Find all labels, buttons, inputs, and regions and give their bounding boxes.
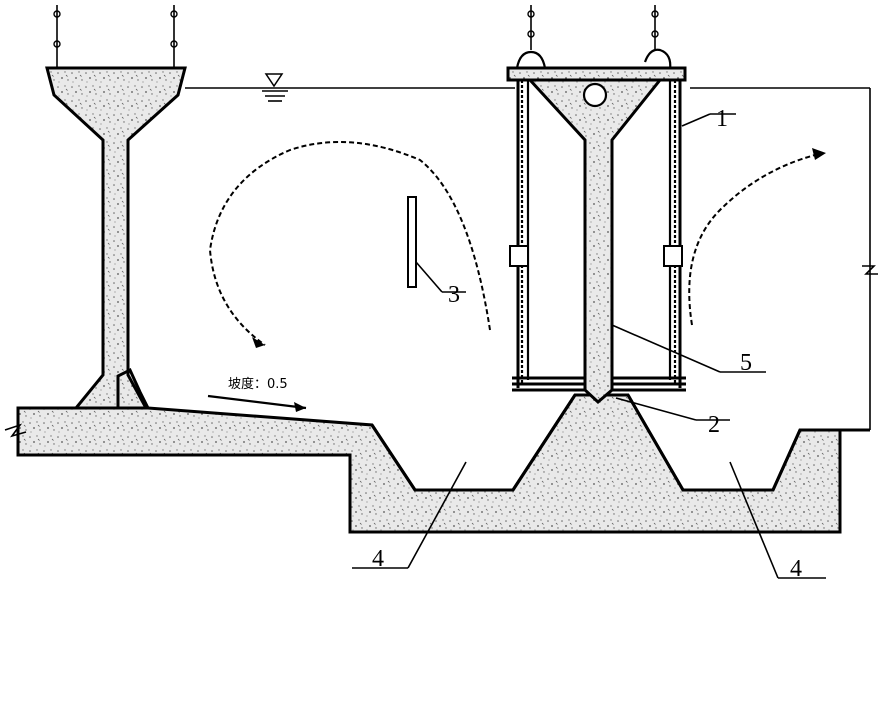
label-2: 2: [708, 412, 720, 438]
baffle-plate: [407, 196, 417, 288]
part-labels: 1 2 3 4 4 5: [372, 106, 802, 582]
slope-annotation: 坡度：0.5: [207, 376, 307, 412]
label-3: 3: [448, 282, 460, 308]
left-suspension-rods: [53, 5, 178, 68]
center-assembly: [506, 5, 687, 405]
label-4-left: 4: [372, 546, 384, 572]
label-5: 5: [740, 350, 752, 376]
label-1: 1: [716, 106, 728, 132]
pulley-circle: [582, 82, 608, 108]
central-pier: [526, 78, 664, 405]
left-pier: [45, 5, 187, 410]
slope-label: 坡度：0.5: [228, 376, 288, 392]
left-connector-block: [509, 245, 529, 267]
water-level-symbol: [264, 73, 284, 88]
water-surface: [185, 73, 871, 430]
leader-lines: [352, 113, 826, 579]
right-break-mark: [862, 265, 878, 275]
right-connector-block: [663, 245, 683, 267]
label-4-right: 4: [790, 556, 802, 582]
tank-floor-slab: [16, 393, 870, 534]
bottom-plates: [512, 376, 686, 392]
top-beam: [506, 66, 687, 82]
flow-arrows: [208, 141, 826, 348]
left-break-mark: [4, 423, 27, 438]
left-pier-body: [45, 66, 187, 410]
center-suspension-rods: [515, 5, 672, 71]
